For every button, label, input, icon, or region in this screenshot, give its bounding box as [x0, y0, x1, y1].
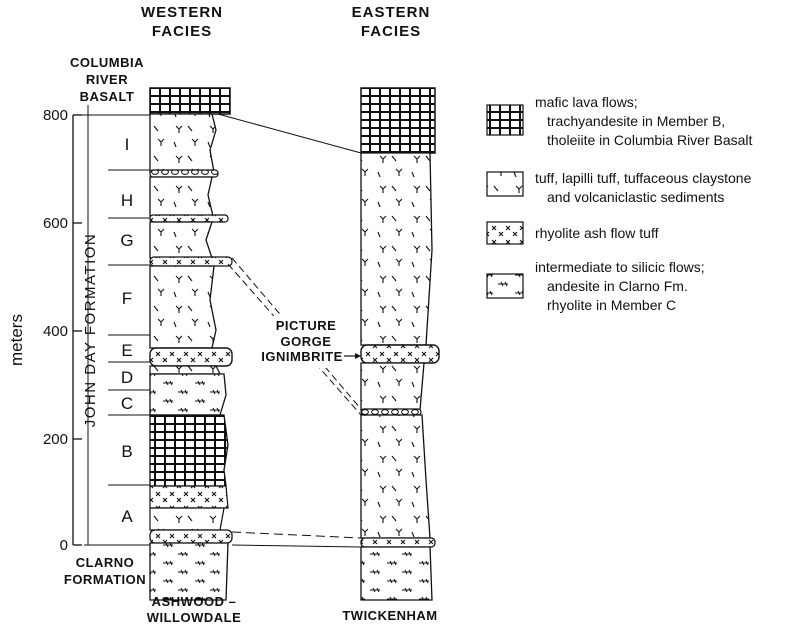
eastern-upper-tuff-layer [360, 152, 433, 346]
western-member-C-layer [149, 373, 227, 416]
eastern-clarno-layer [360, 546, 433, 601]
y-axis-ticks [73, 114, 82, 546]
western-member-A-tuff [149, 507, 225, 531]
john-day-formation-label: JOHN DAY FORMATION [82, 233, 99, 428]
y-tick-0: 0 [60, 537, 68, 554]
western-column [149, 87, 233, 601]
eastern-facies-header-line2: FACIES [361, 23, 421, 40]
silicic-flow-pattern-icon [486, 273, 524, 299]
legend-rhyolite-line1: rhyolite ash flow tuff [535, 225, 659, 241]
legend: mafic lava flows; trachyandesite in Memb… [486, 94, 753, 313]
legend-tuff-line1: tuff, lapilli tuff, tuffaceous claystone [535, 170, 752, 186]
member-label-D: D [121, 368, 133, 387]
picture-gorge-label-line2: GORGE [281, 334, 332, 349]
tuff-pattern-icon [486, 171, 524, 197]
mafic-lava-pattern-icon [486, 104, 524, 136]
legend-mafic-line1: mafic lava flows; [535, 94, 638, 110]
locality-eastern: TWICKENHAM [342, 608, 437, 623]
picture-gorge-label-line3: IGNIMBRITE [261, 349, 343, 364]
eastern-columbia-basalt-layer [360, 87, 436, 154]
western-facies-header-line1: WESTERN [141, 4, 223, 21]
rhyolite-ash-pattern-icon [486, 221, 524, 245]
member-boundary-lines [82, 114, 150, 486]
y-tick-400: 400 [43, 323, 68, 340]
member-label-H: H [121, 191, 133, 210]
western-member-B-layer [149, 414, 229, 487]
clarno-label-line2: FORMATION [64, 572, 146, 587]
member-label-C: C [121, 394, 133, 413]
western-member-F-layer [149, 265, 217, 349]
legend-silicic-line1: intermediate to silicic flows; [535, 259, 705, 275]
clarno-label-line1: CLARNO [76, 555, 135, 570]
western-bed-H-G [149, 214, 229, 223]
eastern-basal-ash-layer [360, 537, 436, 548]
columbia-label-line2: RIVER [86, 72, 128, 87]
eastern-facies-header-line1: EASTERN [352, 4, 431, 21]
member-label-F: F [122, 289, 132, 308]
western-member-E-layer [149, 347, 233, 367]
legend-silicic-line2: andesite in Clarno Fm. [547, 278, 688, 294]
legend-tuff-line2: and volcaniclastic sediments [547, 189, 724, 205]
western-facies-header-line2: FACIES [152, 23, 212, 40]
western-columbia-basalt-layer [149, 87, 231, 115]
locality-western-line1: ASHWOOD – [152, 594, 237, 609]
western-member-A-ash [149, 485, 229, 509]
western-basal-ash-layer [149, 529, 233, 544]
eastern-column [360, 87, 440, 601]
picture-gorge-label-bg [272, 316, 346, 368]
eastern-thin-bed [360, 408, 422, 416]
western-clarno-layer [149, 542, 229, 601]
eastern-lower-tuff-layer [360, 414, 431, 539]
member-label-E: E [121, 341, 132, 360]
western-member-I-layer [149, 113, 217, 173]
columbia-label-line3: BASALT [80, 89, 135, 104]
western-member-G-layer [149, 221, 213, 259]
member-label-A: A [121, 507, 133, 526]
y-tick-200: 200 [43, 431, 68, 448]
western-member-D-layer [149, 365, 221, 375]
eastern-middle-tuff-layer [360, 362, 425, 411]
western-member-H-layer [149, 176, 214, 217]
picture-gorge-label-line1: PICTURE [276, 318, 337, 333]
member-label-I: I [125, 135, 130, 154]
y-tick-800: 800 [43, 107, 68, 124]
y-axis-label: meters [7, 314, 26, 366]
legend-mafic-line3: tholeiite in Columbia River Basalt [547, 132, 753, 148]
legend-silicic-line3: rhyolite in Member C [547, 297, 676, 313]
legend-mafic-line2: trachyandesite in Member B, [547, 113, 725, 129]
western-bed-G-F [149, 256, 233, 267]
eastern-picture-gorge-layer [360, 344, 440, 364]
western-bed-I-H [149, 169, 219, 178]
member-label-G: G [120, 231, 133, 250]
locality-western-line2: WILLOWDALE [147, 610, 242, 625]
member-label-B: B [121, 442, 132, 461]
columbia-label-line1: COLUMBIA [70, 55, 144, 70]
y-tick-600: 600 [43, 215, 68, 232]
